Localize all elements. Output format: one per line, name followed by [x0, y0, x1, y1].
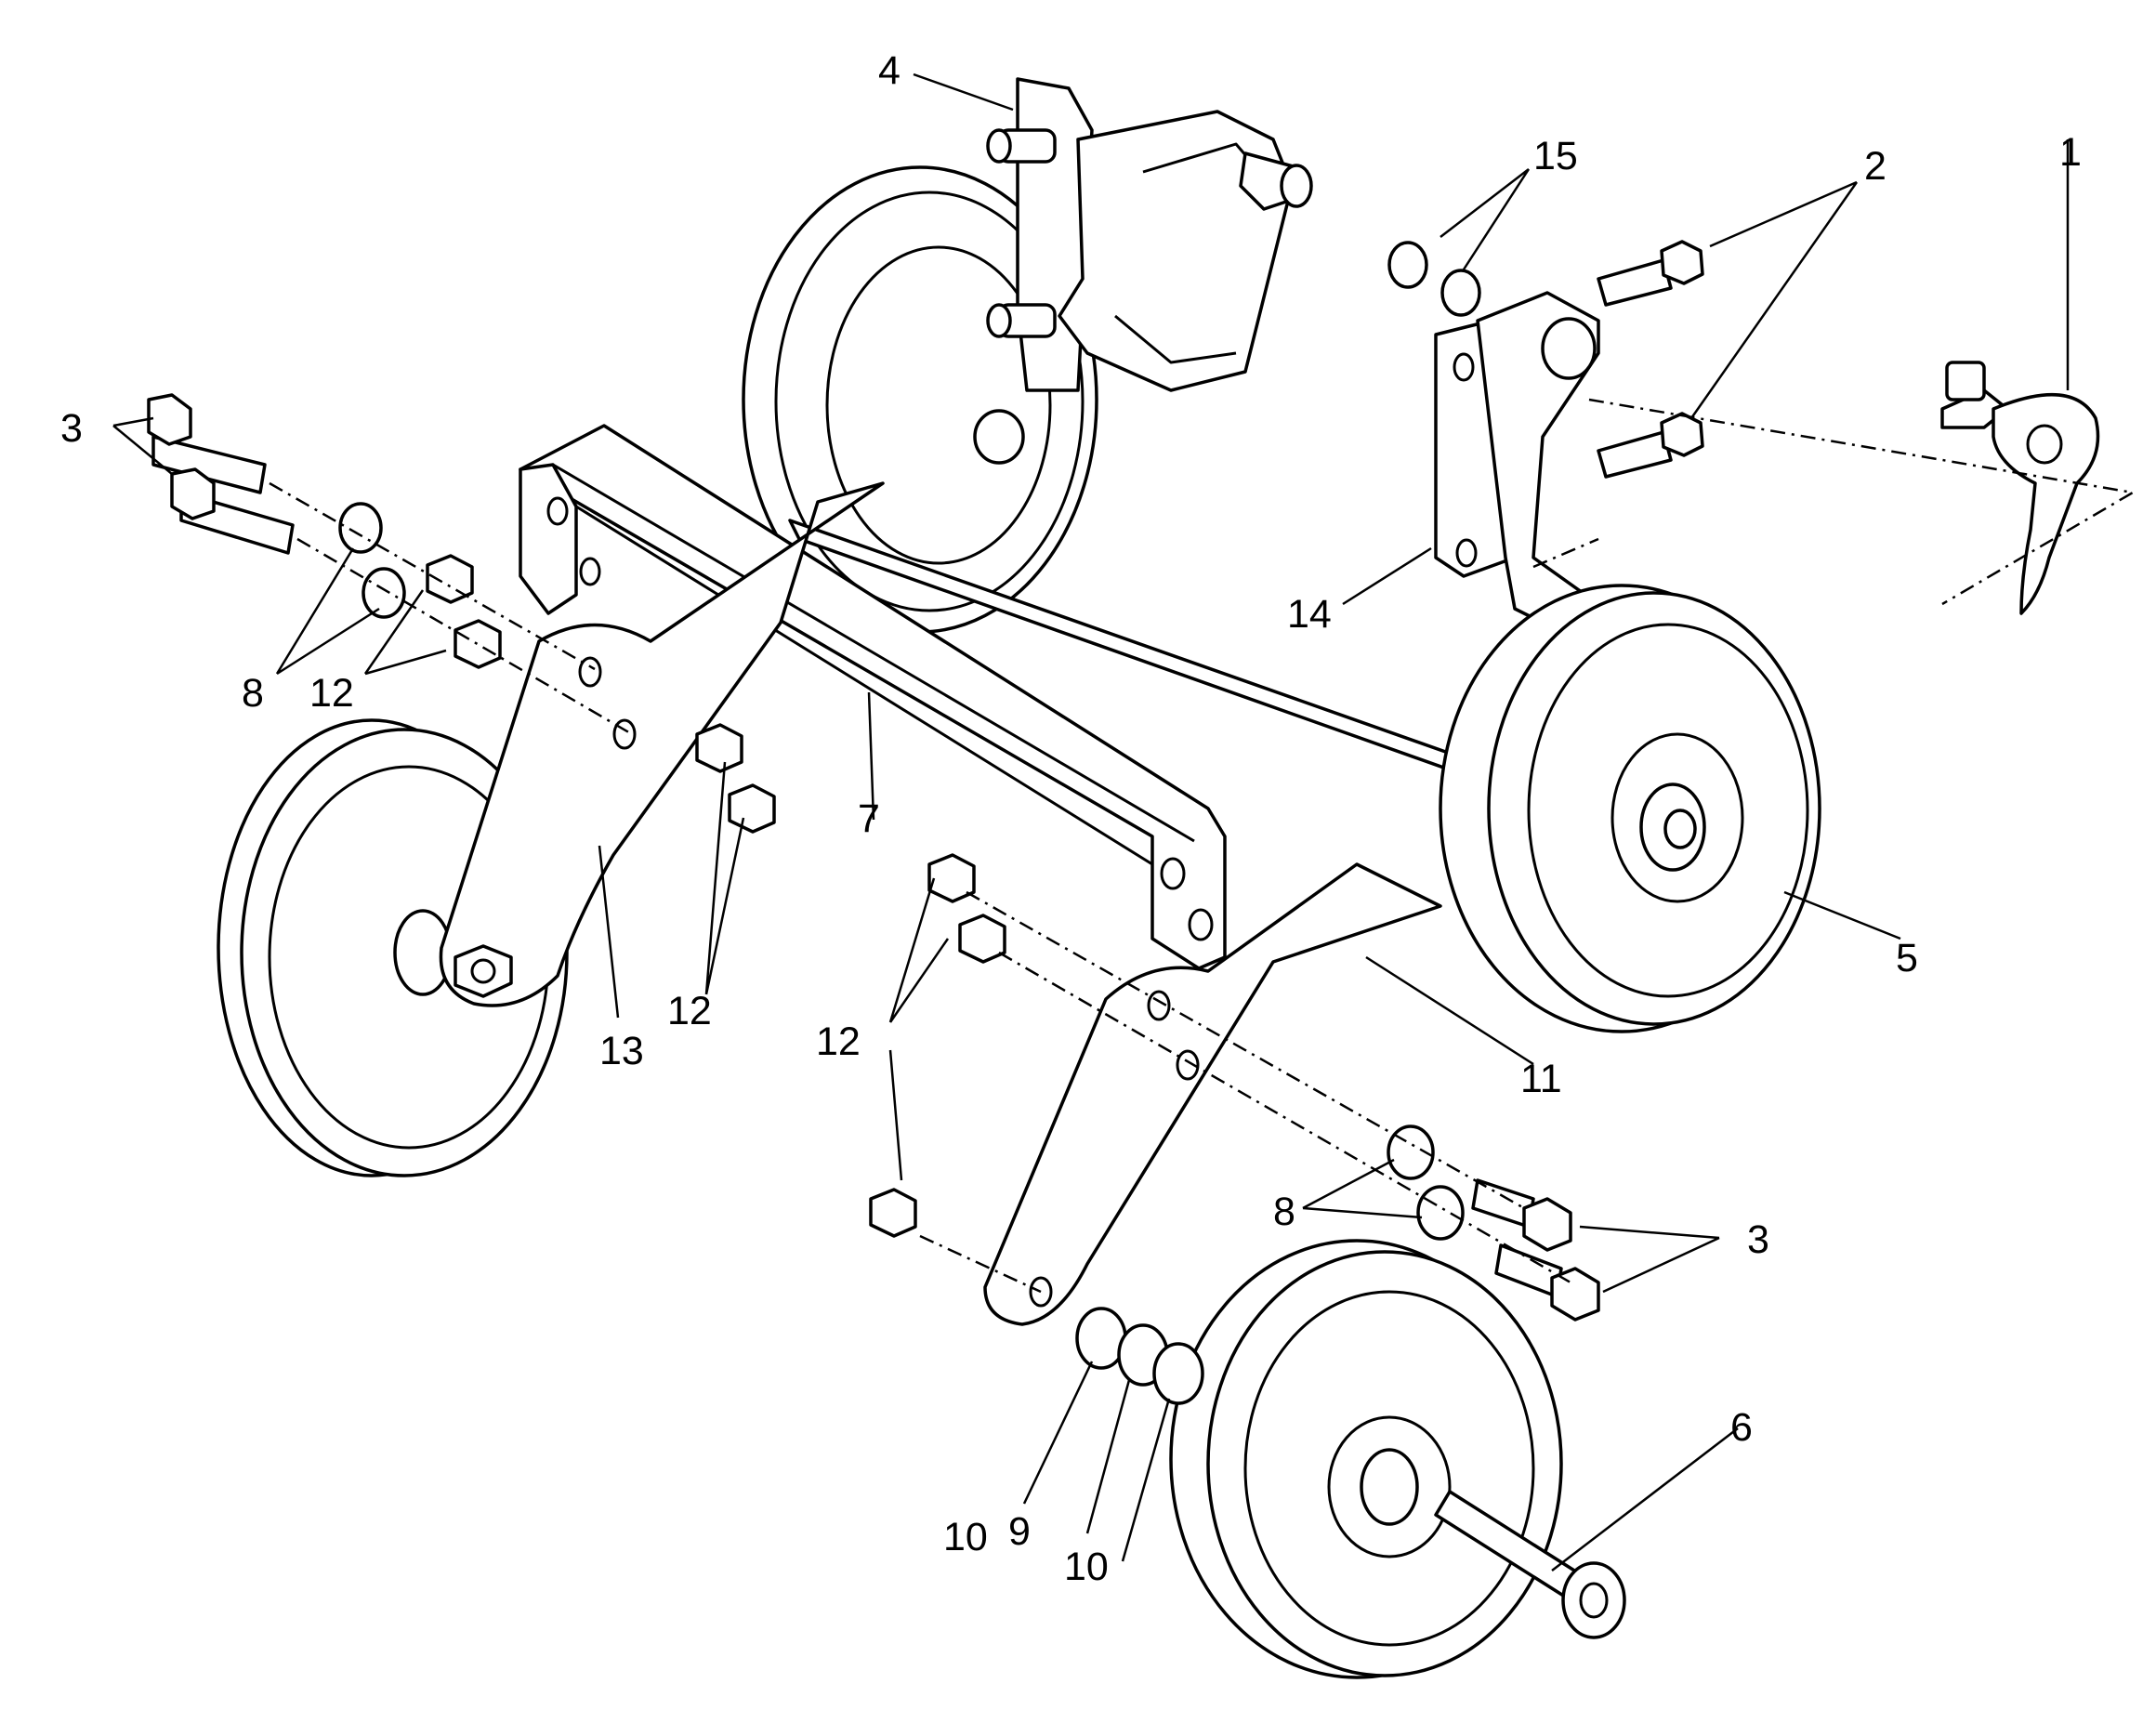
washer-15b	[1440, 269, 1481, 317]
callout-12-mid: 12	[667, 989, 712, 1033]
washer-8c	[1387, 1124, 1435, 1180]
callout-14: 14	[1287, 592, 1332, 637]
bracket-4	[973, 77, 1313, 465]
callout-8-left: 8	[242, 671, 264, 716]
callout-10-right: 10	[1064, 1545, 1109, 1589]
callout-9: 9	[1008, 1509, 1031, 1554]
bracket-14	[1434, 291, 1600, 643]
callout-15: 15	[1533, 134, 1578, 178]
arm-left-13	[439, 481, 885, 1007]
callout-5: 5	[1896, 936, 1918, 980]
callout-13: 13	[599, 1029, 644, 1073]
frame-bar-7	[519, 424, 1227, 970]
callout-4: 4	[878, 48, 901, 93]
arm-right-11	[983, 862, 1442, 1326]
callout-2: 2	[1864, 144, 1886, 189]
callout-3-right: 3	[1747, 1217, 1769, 1262]
callout-8-right: 8	[1273, 1190, 1295, 1234]
callout-11: 11	[1520, 1057, 1562, 1101]
callout-7: 7	[858, 796, 880, 841]
washer-15a	[1387, 241, 1428, 289]
axle-bolt-6	[1434, 1490, 1626, 1639]
nuts-12	[426, 554, 1006, 1238]
bolts-3-right	[1471, 1178, 1600, 1322]
callout-labels: 1 2 3 4 5 6 7 8 8 9 10 10 11 12 12 12 13…	[60, 48, 2082, 1589]
wheel-right-5	[1439, 584, 1821, 1033]
wheel-front-6	[1169, 1239, 1563, 1679]
leader-lines	[112, 72, 2070, 1572]
callout-3-left: 3	[60, 406, 83, 451]
callout-12-left: 12	[309, 671, 354, 716]
callout-1: 1	[2059, 130, 2082, 175]
callout-6: 6	[1730, 1405, 1753, 1450]
washer-8a	[338, 502, 383, 554]
washer-10b	[1152, 1342, 1204, 1405]
callout-12-low: 12	[816, 1019, 861, 1064]
callout-10-left: 10	[943, 1515, 988, 1559]
quick-release-lever-1	[1940, 361, 2100, 615]
assembly-lines	[269, 398, 2136, 1294]
washer-8b	[362, 567, 406, 619]
bolts-2	[1597, 240, 1704, 479]
washer-8d	[1416, 1185, 1465, 1241]
bolts-3-left	[147, 393, 295, 555]
